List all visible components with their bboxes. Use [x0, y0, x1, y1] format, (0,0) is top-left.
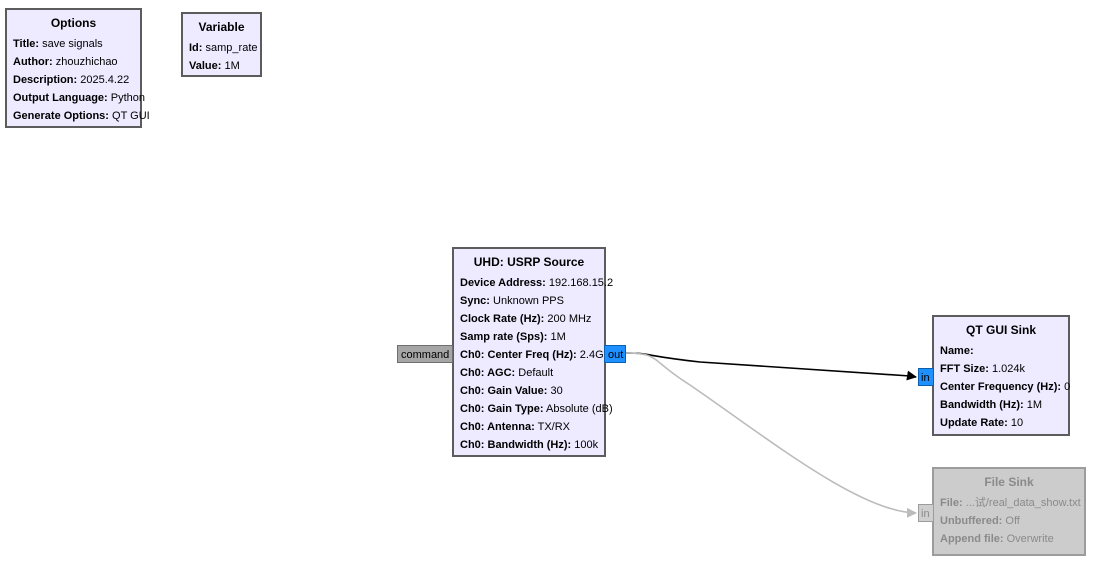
block-param: Generate Options: QT GUI	[13, 107, 150, 125]
out-port[interactable]: out	[604, 345, 626, 363]
param-key: Title:	[13, 38, 40, 50]
param-key: Value:	[189, 60, 222, 72]
param-key: Clock Rate (Hz):	[460, 313, 545, 325]
block-param: Name:	[940, 342, 1062, 360]
block-param: Append file: Overwrite	[940, 530, 1078, 548]
block-param: Device Address: 192.168.15.2	[460, 274, 613, 292]
param-key: Description:	[13, 74, 78, 86]
param-value: 192.168.15.2	[548, 277, 614, 289]
block-param: FFT Size: 1.024k	[940, 360, 1062, 378]
param-value: 10	[1010, 417, 1024, 429]
param-value: ...试/real_data_show.txt	[965, 497, 1081, 509]
block-param: Ch0: Bandwidth (Hz): 100k	[460, 436, 598, 454]
param-key: Author:	[13, 56, 53, 68]
block-param: Samp rate (Sps): 1M	[460, 328, 598, 346]
param-key: Id:	[189, 42, 203, 54]
param-value: zhouzhichao	[55, 56, 118, 68]
param-value: Overwrite	[1006, 533, 1054, 545]
block-param: Id: samp_rate	[189, 39, 258, 57]
in-port[interactable]: in	[918, 368, 934, 386]
block-param: Ch0: Center Freq (Hz): 2.4G	[460, 346, 604, 364]
block-param: Ch0: Antenna: TX/RX	[460, 418, 598, 436]
block-param: Clock Rate (Hz): 200 MHz	[460, 310, 598, 328]
connection-usrp-to-qt-sink[interactable]	[625, 352, 917, 381]
block-title: File Sink	[984, 475, 1034, 489]
connection-usrp-to-file-sink[interactable]	[625, 352, 917, 518]
param-key: Ch0: Antenna:	[460, 421, 535, 433]
block-title: Variable	[198, 20, 245, 34]
param-value: QT GUI	[112, 110, 150, 122]
param-key: Output Language:	[13, 92, 108, 104]
block-title: Options	[50, 16, 97, 30]
block-param: Unbuffered: Off	[940, 512, 1078, 530]
param-value: 30	[550, 385, 563, 397]
param-key: Name:	[940, 345, 974, 357]
param-key: Ch0: AGC:	[460, 367, 516, 379]
param-value: Default	[518, 367, 554, 379]
param-key: Ch0: Center Freq (Hz):	[460, 349, 577, 361]
param-value: samp_rate	[205, 42, 258, 54]
param-key: FFT Size:	[940, 363, 989, 375]
param-value: 1M	[550, 331, 566, 343]
block-param: Author: zhouzhichao	[13, 53, 134, 71]
block-param: Value: 1M	[189, 57, 254, 75]
param-key: Center Frequency (Hz):	[940, 381, 1062, 393]
param-key: Update Rate:	[940, 417, 1008, 429]
param-key: Bandwidth (Hz):	[940, 399, 1024, 411]
param-value: 2025.4.22	[80, 74, 130, 86]
param-key: Device Address:	[460, 277, 546, 289]
block-param: Description: 2025.4.22	[13, 71, 134, 89]
param-value: 1.024k	[991, 363, 1025, 375]
block-param: Ch0: Gain Type: Absolute (dB)	[460, 400, 613, 418]
param-key: Unbuffered:	[940, 515, 1003, 527]
block-param: Bandwidth (Hz): 1M	[940, 396, 1062, 414]
param-value: Python	[110, 92, 146, 104]
param-value: Off	[1005, 515, 1020, 527]
param-key: Ch0: Bandwidth (Hz):	[460, 439, 572, 451]
block-title: UHD: USRP Source	[473, 255, 585, 269]
block-param: Update Rate: 10	[940, 414, 1062, 432]
param-value: 200 MHz	[547, 313, 592, 325]
param-value: 100k	[574, 439, 599, 451]
param-value: TX/RX	[537, 421, 571, 433]
block-param: Ch0: Gain Value: 30	[460, 382, 598, 400]
param-value: 2.4G	[579, 349, 604, 361]
param-value: Unknown PPS	[493, 295, 564, 307]
block-param: Center Frequency (Hz): 0	[940, 378, 1070, 396]
param-key: Ch0: Gain Value:	[460, 385, 548, 397]
block-title: QT GUI Sink	[965, 323, 1036, 337]
param-key: Samp rate (Sps):	[460, 331, 548, 343]
param-key: Generate Options:	[13, 110, 109, 122]
block-param: Ch0: AGC: Default	[460, 364, 598, 382]
param-value: save signals	[42, 38, 103, 50]
block-param: Output Language: Python	[13, 89, 145, 107]
param-key: Sync:	[460, 295, 490, 307]
param-value: 0	[1064, 381, 1071, 393]
param-value: 1M	[224, 60, 240, 72]
block-param: File: ...试/real_data_show.txt	[940, 494, 1081, 512]
param-key: Ch0: Gain Type:	[460, 403, 544, 415]
usrp-source-block[interactable]: UHD: USRP Source Device Address: 192.168…	[452, 247, 613, 457]
param-value: Absolute (dB)	[545, 403, 613, 415]
block-param: Sync: Unknown PPS	[460, 292, 598, 310]
in-port-disabled[interactable]: in	[918, 504, 934, 522]
param-key: File:	[940, 497, 963, 509]
command-port[interactable]: command	[397, 345, 453, 363]
block-param: Title: save signals	[13, 35, 134, 53]
param-value: 1M	[1026, 399, 1043, 411]
param-key: Append file:	[940, 533, 1004, 545]
